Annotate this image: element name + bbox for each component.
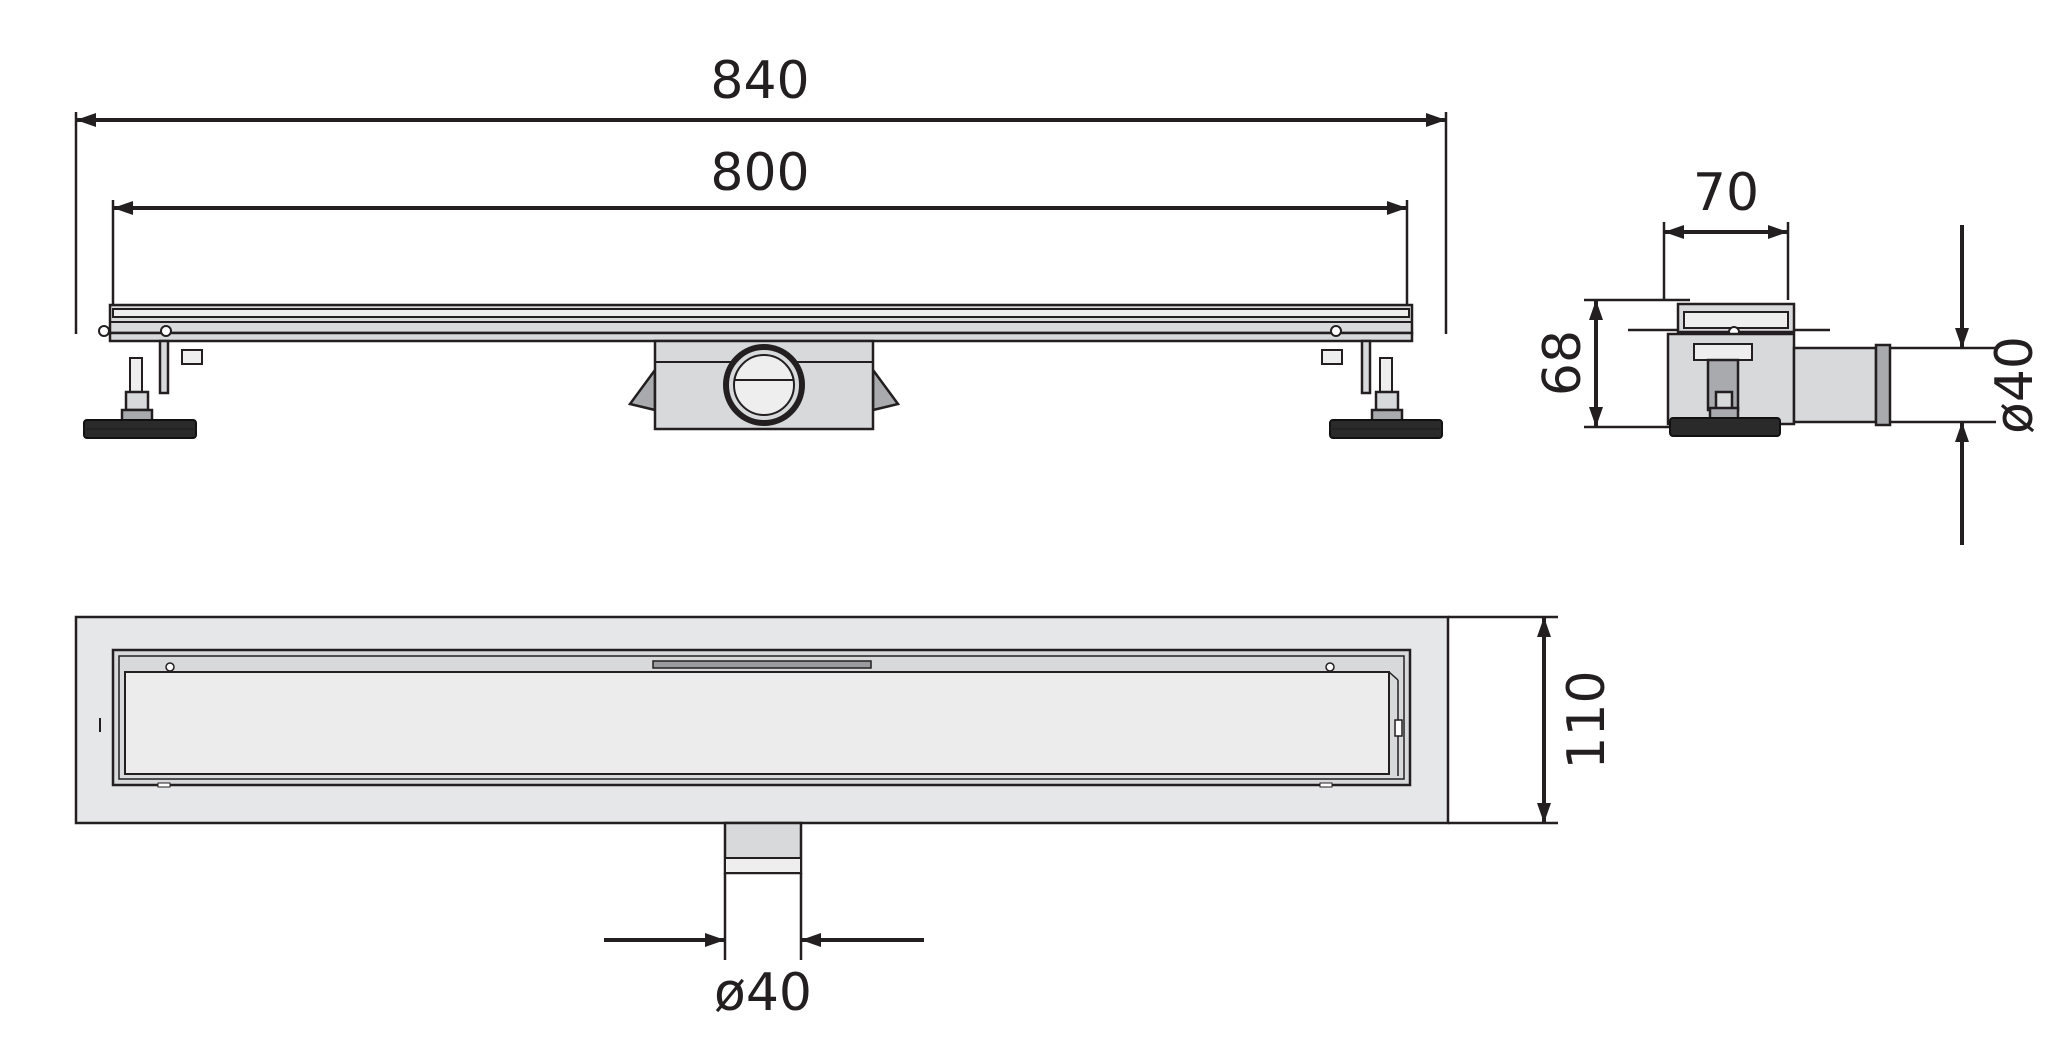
dimension-label-depth: 110 xyxy=(1557,670,1617,769)
adjustable-foot-right xyxy=(1321,339,1443,439)
grate-lift-slot xyxy=(652,660,872,669)
dimension-label-overall-length: 840 xyxy=(710,51,809,111)
outlet-box-front xyxy=(627,339,901,431)
dimension-label-outlet-diameter-top: ø40 xyxy=(714,963,812,1023)
drain-grate xyxy=(124,671,1390,775)
end-pin-left xyxy=(98,325,110,337)
dimension-label-height: 68 xyxy=(1533,330,1593,396)
side-view: 70 68 ø40 xyxy=(1533,163,2045,545)
top-screw-right xyxy=(1325,662,1335,672)
channel-grate-edge xyxy=(112,308,1410,318)
front-view: 840 800 xyxy=(74,51,1448,439)
channel-cross-section xyxy=(1628,302,1892,437)
top-screw-left xyxy=(165,662,175,672)
dimension-label-channel-length: 800 xyxy=(710,143,809,203)
dimension-label-width: 70 xyxy=(1693,163,1759,223)
screw-left xyxy=(160,325,172,337)
top-view: 110 ø40 xyxy=(74,615,1617,1023)
adjustable-foot-left xyxy=(83,339,203,439)
screw-right xyxy=(1330,325,1342,337)
dimension-label-outlet-diameter-side: ø40 xyxy=(1985,336,2045,434)
drain-channel-inner-edge xyxy=(118,655,1405,780)
